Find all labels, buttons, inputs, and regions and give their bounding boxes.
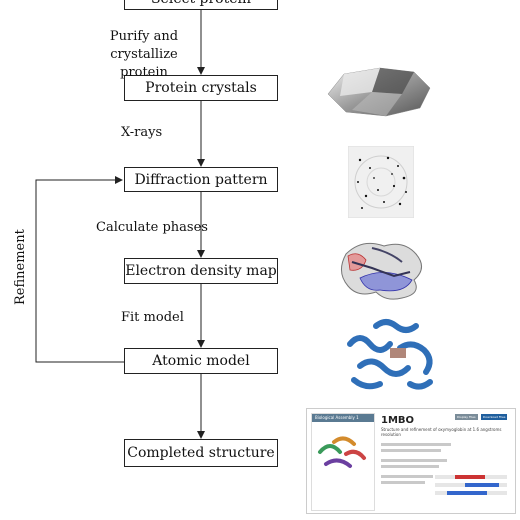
diffraction-image — [348, 146, 414, 218]
box-select-protein: Select protein — [124, 0, 278, 10]
box-atomic-model: Atomic model — [124, 348, 278, 374]
text-line — [381, 475, 433, 478]
crystal-image — [327, 67, 431, 117]
pdb-entry-screenshot: Biological Assembly 1 1MBO Display Files… — [306, 408, 516, 514]
text-line — [381, 481, 425, 484]
text-line — [381, 459, 447, 462]
validation-slider-graphic — [435, 475, 507, 495]
structure-viewer-icon — [318, 436, 366, 468]
text-line — [381, 443, 451, 446]
refinement-loop — [35, 176, 124, 363]
label-refinement: Refinement — [13, 229, 28, 305]
box-diffraction-pattern: Diffraction pattern — [124, 167, 278, 192]
label-xrays: X-rays — [121, 125, 163, 140]
electron-density-image — [341, 242, 422, 300]
box-protein-crystals: Protein crystals — [124, 75, 278, 101]
download-files-button[interactable]: Download Files — [481, 414, 508, 420]
viewer-header: Biological Assembly 1 — [312, 414, 374, 422]
label-fit-model: Fit model — [121, 310, 184, 325]
box-completed-structure: Completed structure — [124, 439, 278, 467]
box-electron-density-map: Electron density map — [124, 258, 278, 284]
text-line — [381, 449, 441, 452]
pdb-subtitle: Structure and refinement of oxymyoglobin… — [381, 427, 502, 437]
structure-viewer-thumb: Biological Assembly 1 — [311, 413, 375, 511]
pdb-id: 1MBO — [381, 415, 415, 426]
atomic-model-image — [347, 319, 433, 390]
label-purify: Purify and crystallize protein — [109, 29, 179, 80]
label-calculate-phases: Calculate phases — [96, 220, 208, 235]
text-line — [381, 465, 439, 468]
display-files-button[interactable]: Display Files — [455, 414, 478, 420]
